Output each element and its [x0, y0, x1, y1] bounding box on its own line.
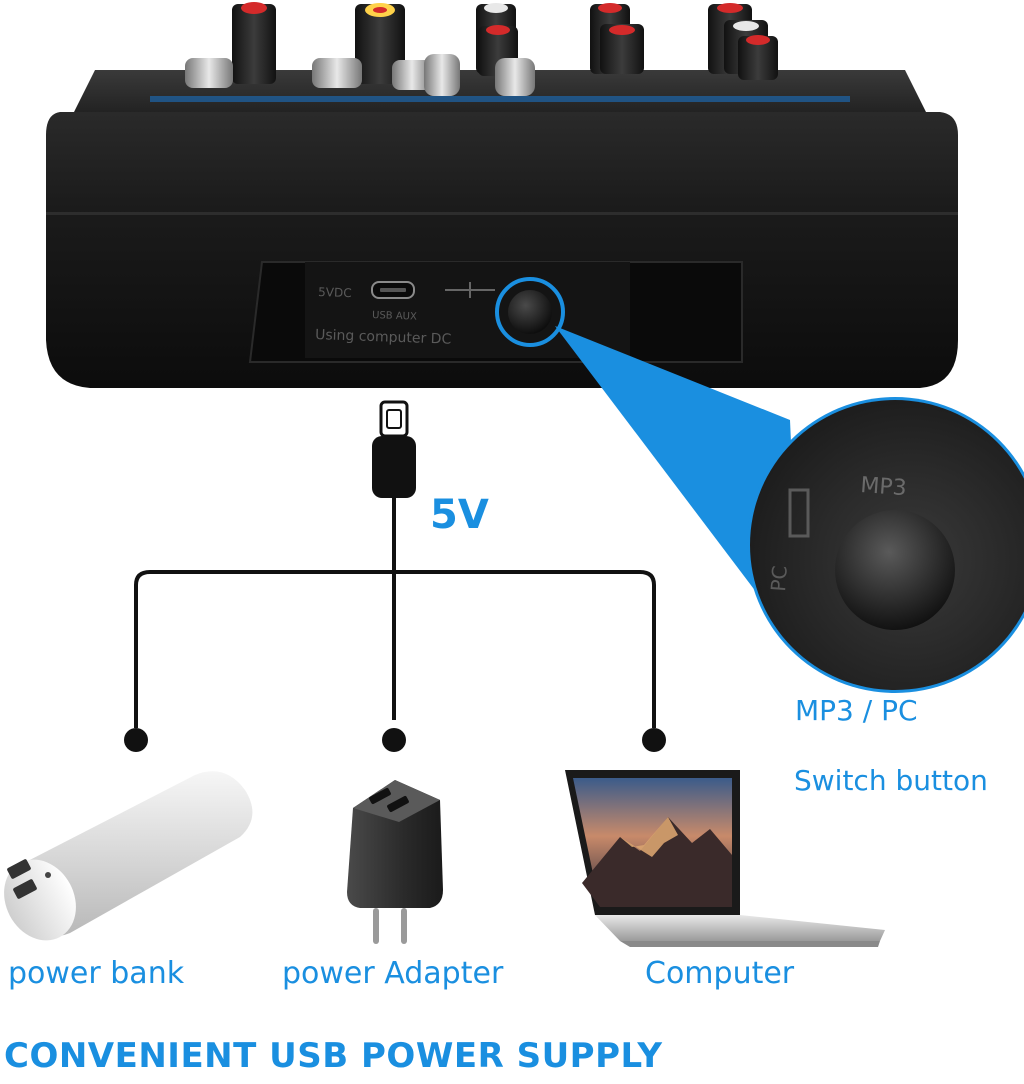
connector-dot	[382, 728, 406, 752]
callout-line1: MP3 / PC	[795, 694, 918, 727]
switch-button[interactable]	[508, 290, 552, 334]
jack-icon	[185, 58, 233, 88]
connector-dot	[124, 728, 148, 752]
zoom-switch-button	[835, 510, 955, 630]
micro-usb-plug-icon	[372, 400, 416, 498]
knob-icon	[355, 3, 405, 84]
switch-highlight-ring	[495, 277, 565, 347]
power-bank-icon	[4, 771, 253, 941]
voltage-label: 5V	[430, 492, 489, 538]
knob-row	[232, 2, 778, 84]
zoom-switch-alt-label: PC	[766, 565, 792, 593]
callout-line2: Switch button	[794, 764, 988, 797]
computer-label: Computer	[645, 956, 795, 991]
headline: CONVENIENT USB POWER SUPPLY	[4, 1036, 663, 1076]
callout-wedge	[555, 326, 800, 650]
jack-icon	[312, 58, 362, 88]
knob-icon	[590, 3, 644, 74]
split-cable	[134, 570, 656, 728]
mixer-device: 5VDC USB AUX Using computer DC	[46, 2, 958, 388]
jack-icon	[424, 54, 460, 96]
knob-icon	[708, 3, 778, 80]
knob-icon	[232, 2, 276, 84]
laptop-icon	[565, 770, 885, 947]
panel-usb-label: USB AUX	[372, 310, 417, 323]
power-bank-label: power bank	[8, 956, 185, 991]
power-adapter-label: power Adapter	[282, 956, 504, 991]
zoom-switch-label: MP3	[860, 473, 908, 501]
connector-dot	[642, 728, 666, 752]
zoom-callout: MP3 PC	[555, 326, 1024, 693]
panel-dc-label: 5VDC	[318, 285, 352, 300]
wall-charger-icon	[347, 780, 443, 944]
knob-icon	[476, 3, 518, 76]
mixer-top-deck	[70, 70, 930, 120]
jack-icon	[495, 58, 535, 96]
panel-usage-label: Using computer DC	[315, 327, 452, 348]
jack-icon	[392, 60, 432, 90]
cable-diagram	[124, 400, 666, 752]
jack-row	[185, 54, 535, 96]
usb-symbol-icon	[445, 282, 495, 298]
